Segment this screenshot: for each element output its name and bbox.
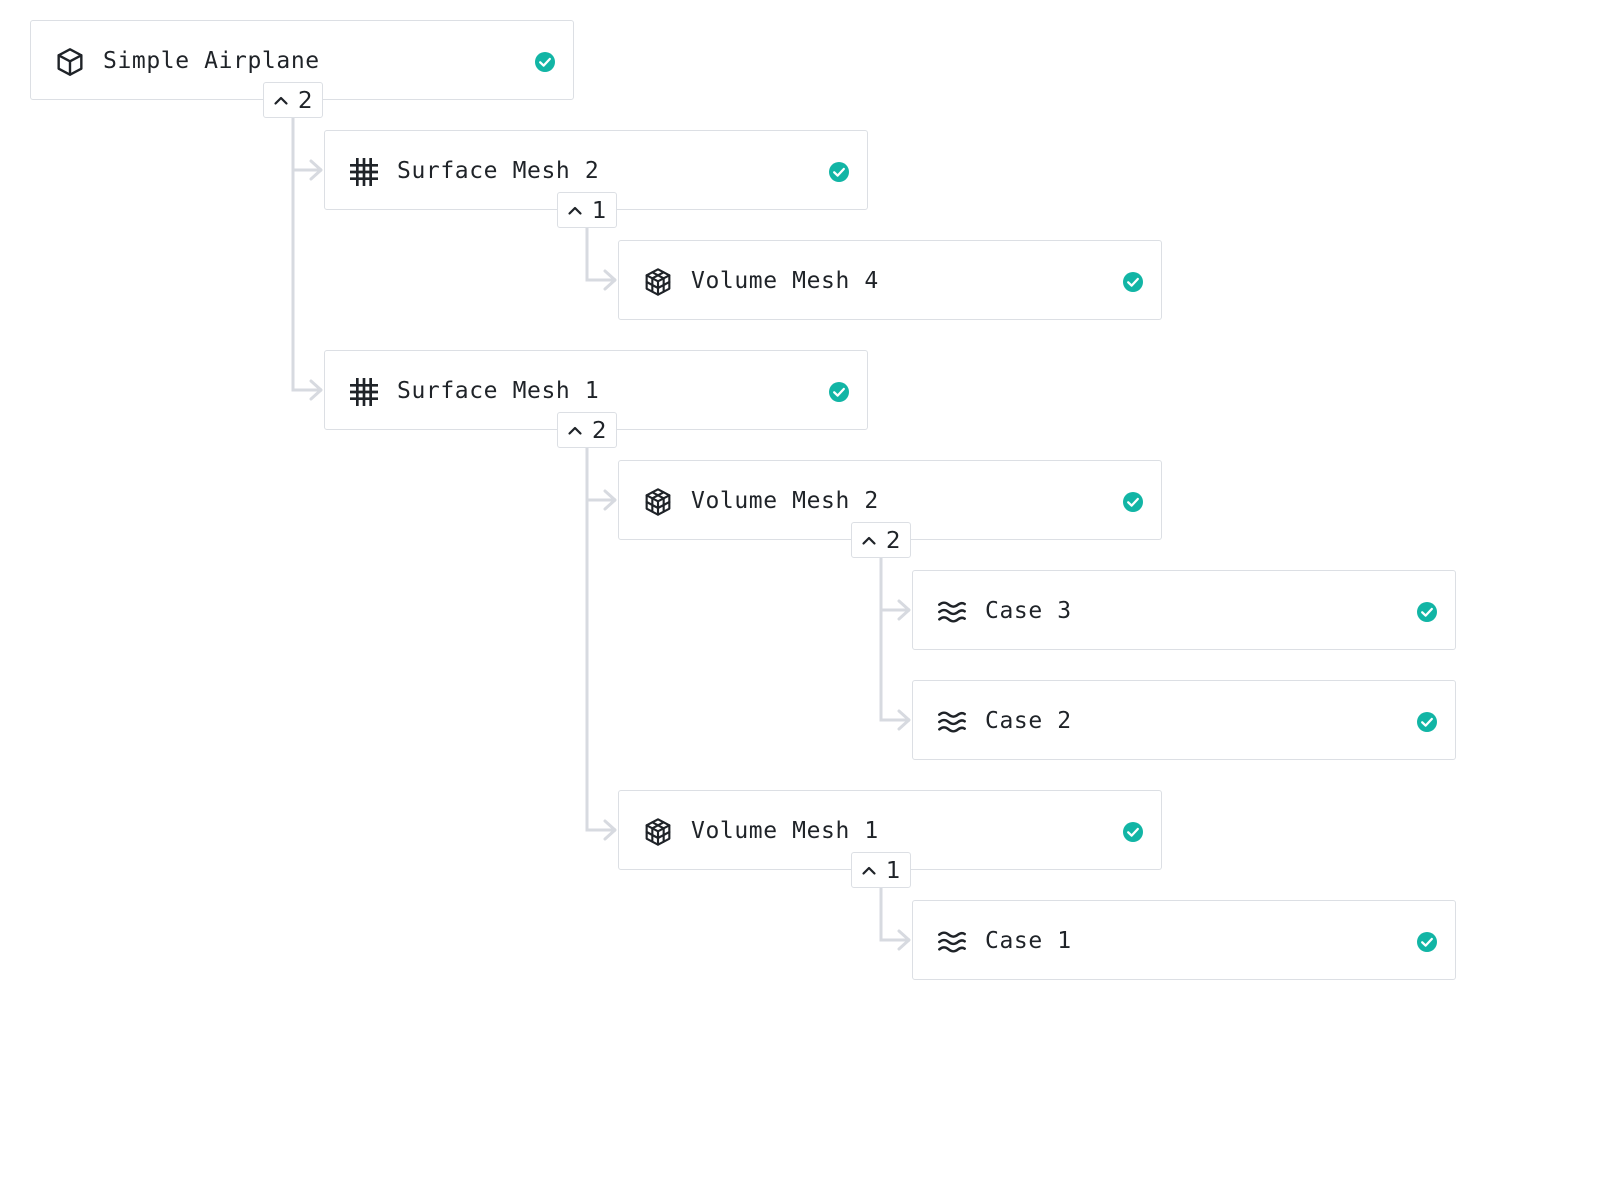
collapse-toggle-surface-mesh-1[interactable]: 2 — [557, 412, 617, 448]
children-count: 1 — [886, 858, 901, 884]
status-completed-icon — [827, 160, 851, 184]
chevron-up-icon — [860, 532, 878, 550]
node-label: Volume Mesh 4 — [691, 268, 879, 294]
connector-arrow-icon — [603, 489, 617, 511]
chevron-up-icon — [860, 862, 878, 880]
children-count: 2 — [886, 528, 901, 554]
waves-icon — [936, 926, 968, 958]
chevron-up-icon — [566, 422, 584, 440]
grid-icon — [348, 376, 380, 408]
status-completed-icon — [1415, 710, 1439, 734]
node-label: Surface Mesh 1 — [397, 378, 600, 404]
waves-icon — [936, 596, 968, 628]
connector-line — [585, 448, 616, 502]
node-case-2[interactable]: Case 2 — [912, 680, 1456, 760]
volume-cube-icon — [642, 486, 674, 518]
collapse-toggle-simple-airplane[interactable]: 2 — [263, 82, 323, 118]
status-completed-icon — [1415, 600, 1439, 624]
node-case-1[interactable]: Case 1 — [912, 900, 1456, 980]
node-label: Volume Mesh 2 — [691, 488, 879, 514]
connector-arrow-icon — [603, 819, 617, 841]
volume-cube-icon — [642, 816, 674, 848]
chevron-up-icon — [272, 92, 290, 110]
node-volume-mesh-4[interactable]: Volume Mesh 4 — [618, 240, 1162, 320]
connector-line — [291, 118, 322, 172]
connector-line — [879, 558, 910, 722]
node-simple-airplane[interactable]: Simple Airplane — [30, 20, 574, 100]
connector-arrow-icon — [897, 599, 911, 621]
connector-line — [585, 228, 616, 282]
node-label: Case 2 — [985, 708, 1072, 734]
status-completed-icon — [1121, 820, 1145, 844]
children-count: 1 — [592, 198, 607, 224]
children-count: 2 — [592, 418, 607, 444]
status-completed-icon — [1121, 270, 1145, 294]
collapse-toggle-volume-mesh-1[interactable]: 1 — [851, 852, 911, 888]
status-completed-icon — [827, 380, 851, 404]
node-label: Case 3 — [985, 598, 1072, 624]
connector-arrow-icon — [897, 929, 911, 951]
connector-line — [879, 888, 910, 942]
node-label: Volume Mesh 1 — [691, 818, 879, 844]
waves-icon — [936, 706, 968, 738]
connector-line — [291, 118, 322, 392]
connector-arrow-icon — [603, 269, 617, 291]
node-label: Simple Airplane — [103, 48, 320, 74]
node-label: Case 1 — [985, 928, 1072, 954]
connector-arrow-icon — [309, 379, 323, 401]
connector-arrow-icon — [897, 709, 911, 731]
chevron-up-icon — [566, 202, 584, 220]
volume-cube-icon — [642, 266, 674, 298]
grid-icon — [348, 156, 380, 188]
status-completed-icon — [1121, 490, 1145, 514]
status-completed-icon — [1415, 930, 1439, 954]
children-count: 2 — [298, 88, 313, 114]
node-case-3[interactable]: Case 3 — [912, 570, 1456, 650]
collapse-toggle-volume-mesh-2[interactable]: 2 — [851, 522, 911, 558]
status-completed-icon — [533, 50, 557, 74]
cube-icon — [54, 46, 86, 78]
connector-arrow-icon — [309, 159, 323, 181]
collapse-toggle-surface-mesh-2[interactable]: 1 — [557, 192, 617, 228]
connector-line — [585, 448, 616, 832]
node-label: Surface Mesh 2 — [397, 158, 600, 184]
connector-line — [879, 558, 910, 612]
